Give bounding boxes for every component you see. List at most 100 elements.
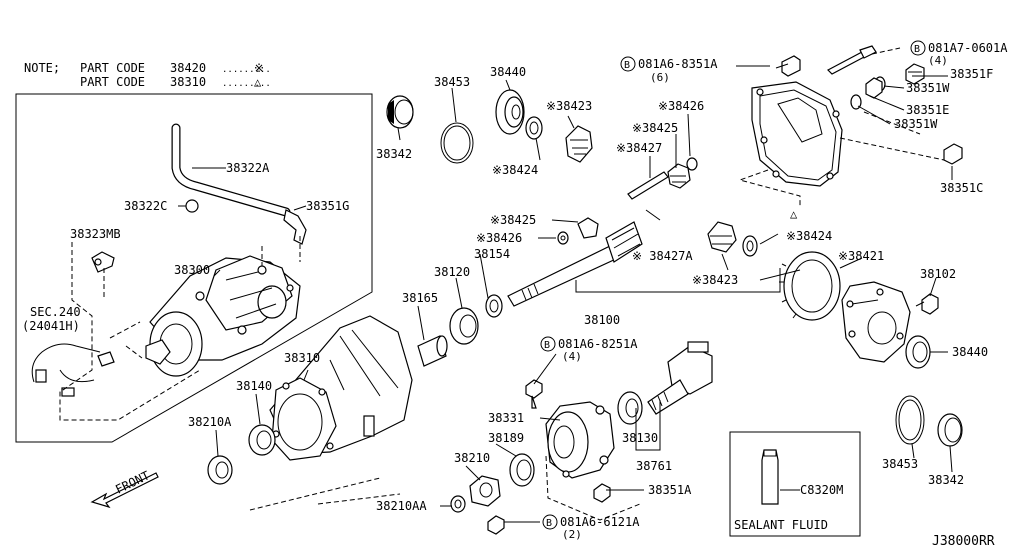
lead-38331	[539, 417, 561, 421]
leader-cover	[738, 169, 801, 208]
callout-38165: 38165	[402, 291, 438, 305]
callout-38761: 38761	[636, 459, 672, 473]
differential-assembly	[145, 255, 301, 377]
pinion-mate-gear-mid	[577, 217, 599, 239]
callout-38322c: 38322C	[124, 199, 167, 213]
bolt-ref-0601a: B 081A7-0601A (4)	[910, 40, 1008, 67]
lead-38102	[929, 277, 937, 297]
bolt-ref-8351a-qty: (6)	[650, 71, 670, 84]
mount-flange	[469, 475, 501, 507]
callout-38425-mid: ※38425	[490, 213, 536, 227]
cover-bolt-left	[775, 55, 801, 77]
bolt-ref-6121a-code: 081A6-6121A	[560, 515, 640, 529]
callout-38342-right: 38342	[928, 473, 964, 487]
callout-38421: ※38421	[838, 249, 884, 263]
bolt-ref-8251a-qty: (4)	[562, 350, 582, 363]
pinion-shaft-top	[627, 171, 669, 200]
lead-38424a	[535, 137, 541, 161]
callout-38427: ※38427	[616, 141, 662, 155]
lead-38453b	[911, 443, 915, 459]
bolt-ref-0601a-code: 081A7-0601A	[928, 41, 1008, 55]
callout-sec240: SEC.240	[30, 305, 81, 319]
pinion-washer-mid	[557, 231, 569, 245]
lead-38421	[851, 299, 879, 305]
lead-38761	[635, 400, 661, 451]
cover-triangle-mark: △	[790, 207, 798, 221]
bolt-ref-8351a-code: 081A6-8351A	[638, 57, 718, 71]
lead-38300	[213, 269, 221, 277]
side-gear-top	[565, 125, 593, 163]
callout-38423-top: ※38423	[546, 99, 592, 113]
side-oil-seal-right	[937, 413, 963, 447]
lead-38351w1	[883, 85, 905, 89]
callout-38100: 38100	[584, 313, 620, 327]
note-line-2-code: 38310	[170, 75, 206, 89]
lead-38453a	[451, 87, 457, 123]
output-flange-assembly	[647, 341, 713, 415]
callout-38440-top: 38440	[490, 65, 526, 79]
side-mount-bushing	[207, 455, 233, 485]
bolt-ref-6121a-circle: B	[546, 518, 552, 529]
note-line-2-dots: .........	[222, 79, 271, 89]
side-gear-mid	[707, 221, 737, 253]
lead-8251a	[533, 353, 557, 385]
callout-38210: 38210	[454, 451, 490, 465]
extension-housing	[545, 401, 615, 479]
bolt-38351a	[593, 483, 611, 503]
note-label: NOTE;	[24, 61, 60, 75]
callout-38342-top: 38342	[376, 147, 412, 161]
callout-38351a: 38351A	[648, 483, 692, 497]
bolt-ref-8251a: B 081A6-8251A (4)	[540, 336, 638, 363]
lead-38154	[479, 253, 489, 299]
lock-pin	[645, 209, 661, 221]
sealant-box	[729, 431, 861, 537]
note-line-2-text: PART CODE	[80, 75, 145, 89]
lead-38165	[417, 305, 425, 341]
note-block: NOTE; PART CODE 38420 ......... ※ PART C…	[24, 61, 271, 89]
lead-38426a	[687, 113, 691, 157]
leader-sec-2	[125, 345, 143, 359]
lead-38351w2	[857, 105, 891, 125]
flange-nut	[450, 495, 466, 513]
wiring-harness	[31, 343, 115, 397]
bolt-ref-8351a-circle: B	[624, 60, 630, 71]
breather-hose	[171, 123, 307, 245]
callout-labels: 38453 38440 38342 ※38423 ※38424 ※38426 ※…	[22, 65, 993, 513]
lead-38342b	[949, 445, 953, 473]
note-line-1-code: 38420	[170, 61, 206, 75]
lead-38100	[575, 268, 781, 293]
callout-38310: 38310	[284, 351, 320, 365]
pinion-bearing-front	[449, 307, 479, 345]
sealant-label: SEALANT FLUID	[734, 518, 828, 532]
drain-plug	[865, 77, 883, 99]
differential-case	[841, 281, 911, 363]
callout-38351w-1: 38351W	[906, 81, 950, 95]
lead-38351g	[293, 205, 307, 211]
bolt-ref-6121a-qty: (2)	[562, 528, 582, 541]
leader-stud	[871, 47, 901, 55]
callout-38331: 38331	[488, 411, 524, 425]
lead-38440a	[505, 79, 511, 91]
plug-washer-2	[850, 94, 862, 110]
callout-38351w-2: 38351W	[894, 117, 938, 131]
callout-38423-mid: ※38423	[692, 273, 738, 287]
leader-carrier	[249, 477, 401, 511]
callout-38453-top: 38453	[434, 75, 470, 89]
lead-38423a	[567, 115, 575, 129]
front-arrow	[90, 472, 159, 509]
lead-38351e	[869, 95, 905, 111]
callout-38424-mid: ※38424	[786, 229, 832, 243]
side-oil-seal-top	[386, 95, 414, 129]
callout-38427a: ※ 38427A	[632, 249, 693, 263]
lead-38342a	[397, 127, 401, 141]
collapsible-spacer	[485, 294, 503, 318]
companion-flange	[617, 391, 643, 425]
bolt-6121a	[487, 515, 540, 535]
callout-38189: 38189	[488, 431, 524, 445]
callout-38322a: 38322A	[226, 161, 270, 175]
cover-bolt-lower	[943, 143, 963, 165]
ring-gear-bolt	[915, 293, 939, 315]
rear-cover	[751, 81, 843, 187]
lead-38140	[255, 393, 261, 425]
